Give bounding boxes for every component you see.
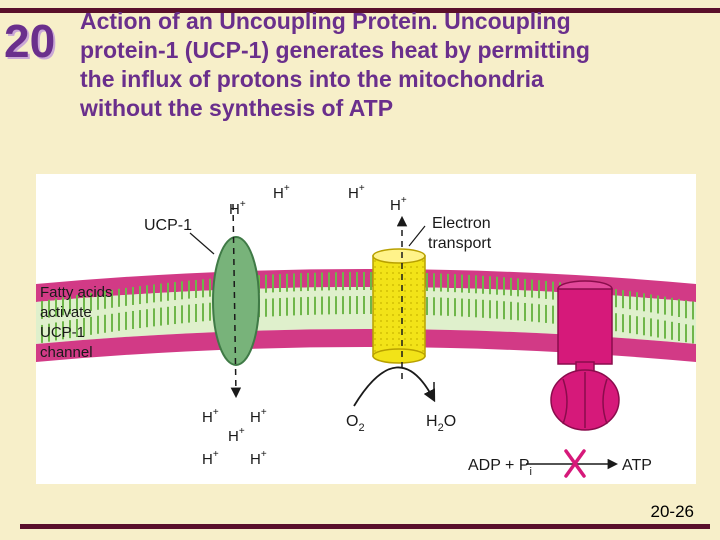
- chapter-number: 20: [4, 15, 56, 67]
- electron-transport-line-2: transport: [428, 235, 492, 252]
- inhibition-x-mark: [564, 449, 586, 478]
- ucp1-channel: [212, 236, 260, 366]
- membrane-top-band: [36, 269, 696, 302]
- electron-transport-leader-line: [408, 225, 426, 247]
- oxygen-label: O2: [346, 413, 365, 434]
- figure-svg: UCP-1 Fatty acids activate UCP-1 channel…: [36, 183, 696, 478]
- title-line-3: the influx of protons into the mitochond…: [80, 66, 544, 92]
- page-number: 20-26: [650, 502, 694, 521]
- fatty-acids-line-2: activate: [40, 304, 92, 321]
- fatty-acids-line-3: UCP-1: [40, 324, 85, 341]
- proton-label: H+: [202, 449, 219, 468]
- oxygen-reduction-arrow: [353, 366, 436, 407]
- title-line-4: without the synthesis of ATP: [80, 95, 394, 121]
- proton-label: H+: [202, 407, 219, 426]
- proton-label: H+: [348, 183, 365, 202]
- fatty-acids-line-4: channel: [40, 344, 93, 361]
- membrane-bottom-band: [36, 329, 696, 362]
- atp-label: ATP: [622, 457, 652, 474]
- electron-transport-line-1: Electron: [432, 215, 491, 232]
- adp-pi-label: ADP + Pi: [468, 457, 532, 478]
- ucp1-label: UCP-1: [144, 217, 192, 234]
- water-label: H2O: [426, 413, 456, 434]
- slide-title: Action of an Uncoupling Protein. Uncoupl…: [80, 7, 716, 123]
- electron-transport-label: Electron transport: [428, 215, 492, 252]
- fatty-acids-label: Fatty acids activate UCP-1 channel: [40, 284, 113, 361]
- bottom-rule: [20, 524, 710, 529]
- proton-label: H+: [273, 183, 290, 202]
- uncoupling-protein-figure: UCP-1 Fatty acids activate UCP-1 channel…: [36, 174, 696, 484]
- ucp1-leader-line: [189, 232, 215, 255]
- proton-label: H+: [250, 407, 267, 426]
- proton-label: H+: [390, 195, 407, 214]
- membrane-tail-region: [36, 287, 696, 344]
- top-rule: [0, 8, 720, 13]
- proton-label: H+: [229, 199, 246, 218]
- proton-label: H+: [250, 449, 267, 468]
- fatty-acids-line-1: Fatty acids: [40, 284, 113, 301]
- electron-transport-complex: [372, 248, 426, 364]
- title-line-2: protein-1 (UCP-1) generates heat by perm…: [80, 37, 590, 63]
- proton-label: H+: [228, 426, 245, 445]
- lipid-tails: [41, 272, 694, 344]
- atp-synthase: [550, 280, 620, 431]
- title-line-1: Action of an Uncoupling Protein. Uncoupl…: [80, 8, 571, 34]
- proton-labels: H+ H+ H+ H+ H+ H+ H+ H+ H+: [202, 183, 407, 468]
